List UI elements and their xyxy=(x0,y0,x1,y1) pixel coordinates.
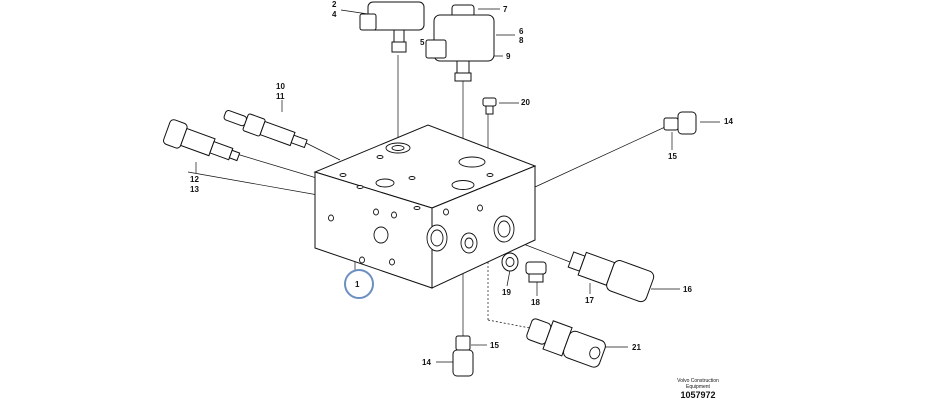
solenoid-coil-right xyxy=(425,4,495,82)
plug-20 xyxy=(482,97,497,115)
label-1: 1 xyxy=(355,280,360,289)
credit-company: Volvo Construction xyxy=(677,378,719,384)
label-16: 16 xyxy=(683,285,692,294)
label-12: 12 xyxy=(190,175,199,184)
label-5: 5 xyxy=(420,38,425,47)
relief-valve-16-17 xyxy=(567,251,655,303)
cartridge-valve-12-13 xyxy=(163,119,241,162)
label-18: 18 xyxy=(531,298,540,307)
valve-21 xyxy=(526,318,606,368)
label-20: 20 xyxy=(521,98,530,107)
label-13: 13 xyxy=(190,185,199,194)
label-15-upper: 15 xyxy=(668,152,677,161)
label-9: 9 xyxy=(506,52,511,61)
label-7: 7 xyxy=(503,5,508,14)
label-15-lower: 15 xyxy=(490,341,499,350)
label-21: 21 xyxy=(632,343,641,352)
fitting-14-15-upper xyxy=(663,111,697,135)
label-14-lower: 14 xyxy=(422,358,431,367)
label-4: 4 xyxy=(332,10,337,19)
label-2: 2 xyxy=(332,0,337,9)
label-19: 19 xyxy=(502,288,511,297)
label-11: 11 xyxy=(276,92,285,101)
credit-division: Equipment xyxy=(686,384,710,390)
label-10: 10 xyxy=(276,82,285,91)
cartridge-valve-10-11 xyxy=(223,110,308,149)
label-8: 8 xyxy=(519,36,524,45)
label-14-upper: 14 xyxy=(724,117,733,126)
seal-ring-19 xyxy=(501,252,519,272)
label-17: 17 xyxy=(585,296,594,305)
valve-block xyxy=(313,124,537,289)
drawing-number: 1057972 xyxy=(680,390,716,400)
solenoid-coil-left xyxy=(359,1,425,53)
callout-circle xyxy=(344,269,374,299)
fitting-14-15-lower xyxy=(452,335,474,377)
plug-18 xyxy=(525,261,547,283)
credit-block: Volvo Construction Equipment 1057972 xyxy=(668,378,728,401)
label-6: 6 xyxy=(519,27,524,36)
